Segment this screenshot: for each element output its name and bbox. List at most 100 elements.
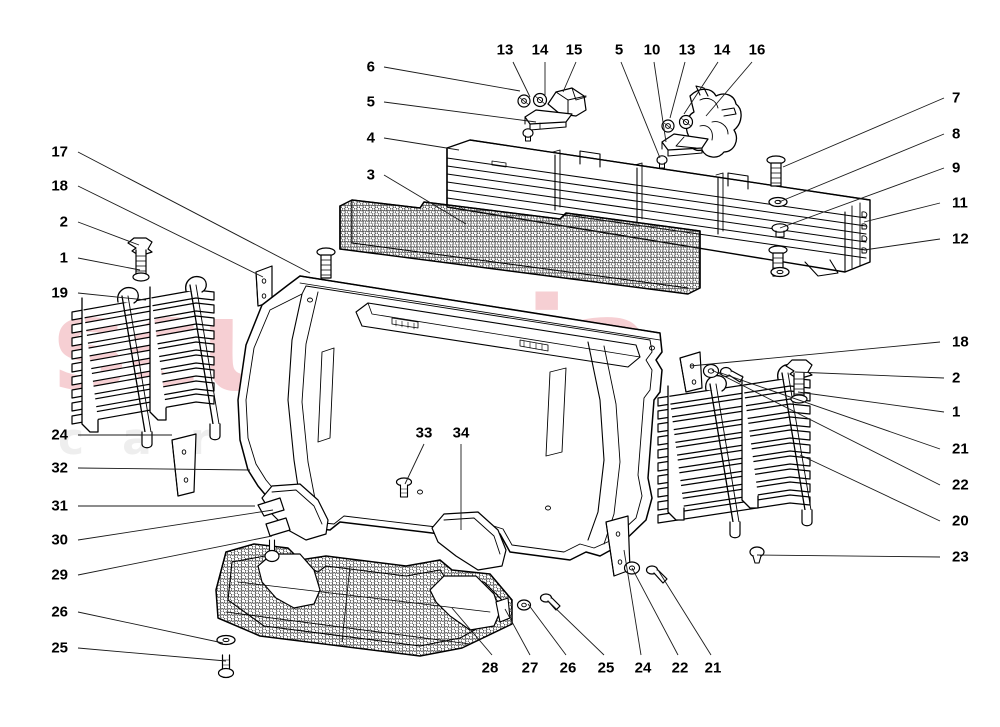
callout-label-15: 15 — [565, 41, 583, 59]
leader-line-2 — [77, 221, 140, 246]
leader-line-10 — [653, 61, 667, 143]
slatted-grille-assembly — [446, 139, 871, 277]
callout-label-5: 5 — [366, 93, 375, 111]
callout-label-14: 14 — [713, 41, 731, 59]
callout-label-3: 3 — [366, 166, 375, 184]
front-body-panel — [237, 275, 663, 571]
fasteners-lower-center-right — [623, 561, 668, 584]
callout-label-24: 24 — [634, 659, 652, 677]
callout-label-22: 22 — [952, 476, 969, 494]
leader-line-2 — [794, 371, 945, 379]
callout-label-13: 13 — [496, 41, 514, 59]
callout-label-22: 22 — [671, 659, 689, 677]
leader-line-1 — [797, 391, 945, 413]
leader-line-5 — [620, 61, 661, 159]
callout-label-8: 8 — [952, 125, 961, 143]
callout-label-1: 1 — [59, 249, 68, 267]
radiator-guard-left — [71, 275, 221, 449]
leader-line-33 — [404, 443, 425, 485]
callout-label-26: 26 — [51, 603, 68, 621]
leader-line-29 — [77, 535, 273, 576]
callout-label-2: 2 — [59, 213, 68, 231]
honeycomb-mesh-panel — [339, 199, 701, 295]
callout-label-12: 12 — [952, 230, 969, 248]
callout-label-21: 21 — [704, 659, 722, 677]
leader-line-11 — [863, 202, 941, 223]
leader-line-5 — [383, 101, 537, 123]
leader-line-18 — [77, 185, 264, 278]
leader-line-4 — [383, 137, 460, 151]
callout-label-21: 21 — [952, 440, 969, 458]
leader-line-26 — [77, 611, 224, 644]
callout-label-9: 9 — [952, 159, 961, 177]
small-parts-cluster-left — [517, 87, 587, 142]
leader-line-8 — [778, 133, 945, 203]
leader-line-18 — [689, 341, 941, 367]
lower-mesh-panel — [215, 543, 513, 657]
bracket-32 — [171, 433, 197, 497]
callout-label-24: 24 — [51, 426, 68, 444]
callout-label-5: 5 — [614, 41, 624, 59]
leader-line-9 — [779, 167, 945, 229]
callout-label-29: 29 — [51, 566, 68, 584]
callout-label-20: 20 — [952, 512, 969, 530]
leader-line-24 — [623, 549, 642, 656]
small-parts-cluster-right — [656, 85, 742, 169]
fasteners-bottom-left — [216, 634, 236, 679]
leader-line-28 — [451, 607, 493, 656]
callout-label-14: 14 — [531, 41, 549, 59]
leader-line-1 — [77, 257, 141, 271]
leader-line-26 — [527, 603, 567, 656]
leader-line-6 — [383, 66, 521, 92]
callout-label-16: 16 — [748, 41, 766, 59]
leader-line-3 — [383, 174, 467, 225]
leader-line-22 — [631, 567, 679, 656]
callout-label-4: 4 — [366, 129, 375, 147]
leader-line-15 — [562, 61, 577, 93]
radiator-guard-right — [657, 363, 813, 564]
leader-line-12 — [863, 238, 941, 251]
leader-line-30 — [77, 509, 274, 541]
callout-label-30: 30 — [51, 531, 68, 549]
leader-line-16 — [705, 61, 753, 117]
callout-label-25: 25 — [597, 659, 615, 677]
leader-line-21 — [717, 371, 941, 450]
callout-label-31: 31 — [51, 497, 68, 515]
leader-line-14 — [683, 61, 719, 115]
leader-line-22 — [711, 369, 941, 486]
callout-label-1: 1 — [952, 403, 961, 421]
fastener-33 — [395, 477, 413, 498]
leader-line-27 — [504, 608, 531, 656]
callout-label-13: 13 — [678, 41, 696, 59]
leader-line-20 — [799, 454, 941, 522]
callout-label-17: 17 — [51, 143, 68, 161]
callout-label-18: 18 — [51, 177, 68, 195]
callout-label-7: 7 — [952, 89, 961, 107]
callout-label-19: 19 — [51, 284, 68, 302]
callout-label-6: 6 — [366, 58, 375, 76]
leader-lines — [77, 61, 945, 662]
leader-line-21 — [657, 569, 712, 656]
leader-line-25 — [77, 647, 227, 662]
callout-label-28: 28 — [481, 659, 499, 677]
leader-line-17 — [77, 151, 311, 274]
leader-line-7 — [782, 97, 945, 168]
fastener-center-upper — [316, 247, 336, 279]
callout-label-25: 25 — [51, 639, 68, 657]
bracket-18-right — [679, 351, 744, 393]
leader-line-25 — [547, 600, 605, 656]
leader-line-19 — [77, 292, 147, 301]
callout-label-26: 26 — [559, 659, 577, 677]
fasteners-bottom-center — [516, 593, 561, 611]
leader-line-13 — [669, 61, 686, 119]
callout-label-33: 33 — [415, 424, 433, 442]
callout-label-23: 23 — [952, 548, 969, 566]
callout-label-34: 34 — [452, 424, 470, 442]
fasteners-left-upper — [127, 237, 153, 282]
fasteners-right-lower — [785, 359, 813, 404]
callout-label-27: 27 — [521, 659, 539, 677]
leader-line-23 — [756, 554, 941, 558]
callout-label-2: 2 — [952, 369, 961, 387]
